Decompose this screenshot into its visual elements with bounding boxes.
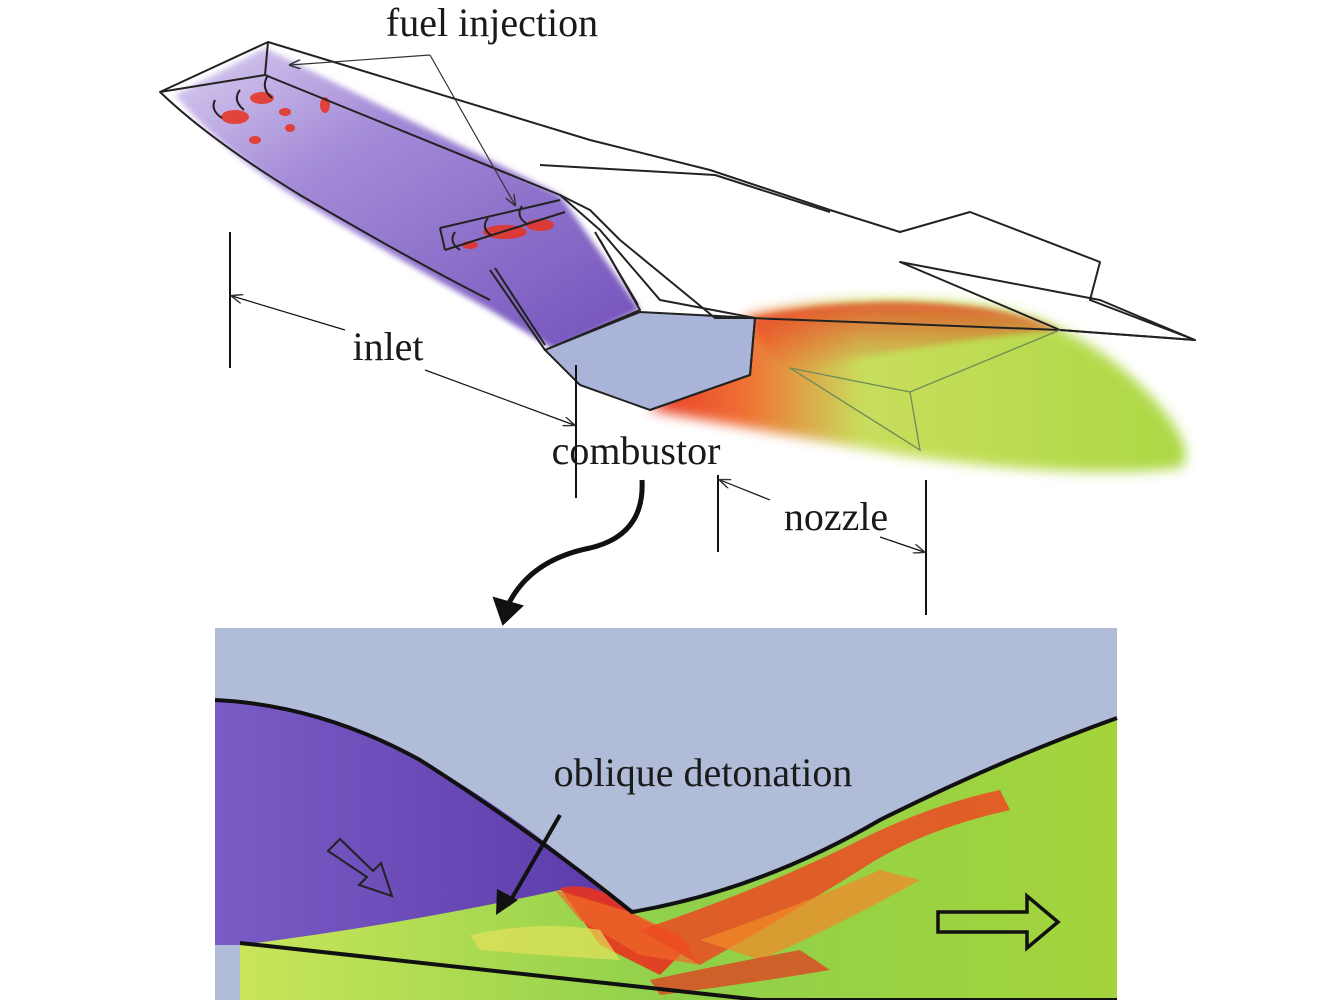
wing-outline <box>899 261 1196 341</box>
zoom-arrow <box>492 479 645 626</box>
oblique-detonation-label: oblique detonation <box>554 750 853 795</box>
combustor-label: combustor <box>552 428 721 473</box>
nozzle-label: nozzle <box>784 494 888 539</box>
vehicle-illustration <box>159 41 1196 472</box>
detonation-detail-panel <box>214 628 1118 1000</box>
inlet-label: inlet <box>352 324 423 369</box>
fuel-injection-label: fuel injection <box>386 0 598 45</box>
flow-in-arrow-icon <box>326 837 394 898</box>
inlet-flow-region <box>175 48 640 350</box>
section-dimensions <box>229 232 927 615</box>
flow-out-arrow-icon <box>936 892 1061 952</box>
incoming-flow-region <box>215 700 630 945</box>
fuselage-outline <box>159 41 1196 341</box>
burned-gas-region <box>240 718 1117 1000</box>
fuel-injection-callout: fuel injection <box>290 0 598 205</box>
upper-wall <box>214 698 1118 915</box>
